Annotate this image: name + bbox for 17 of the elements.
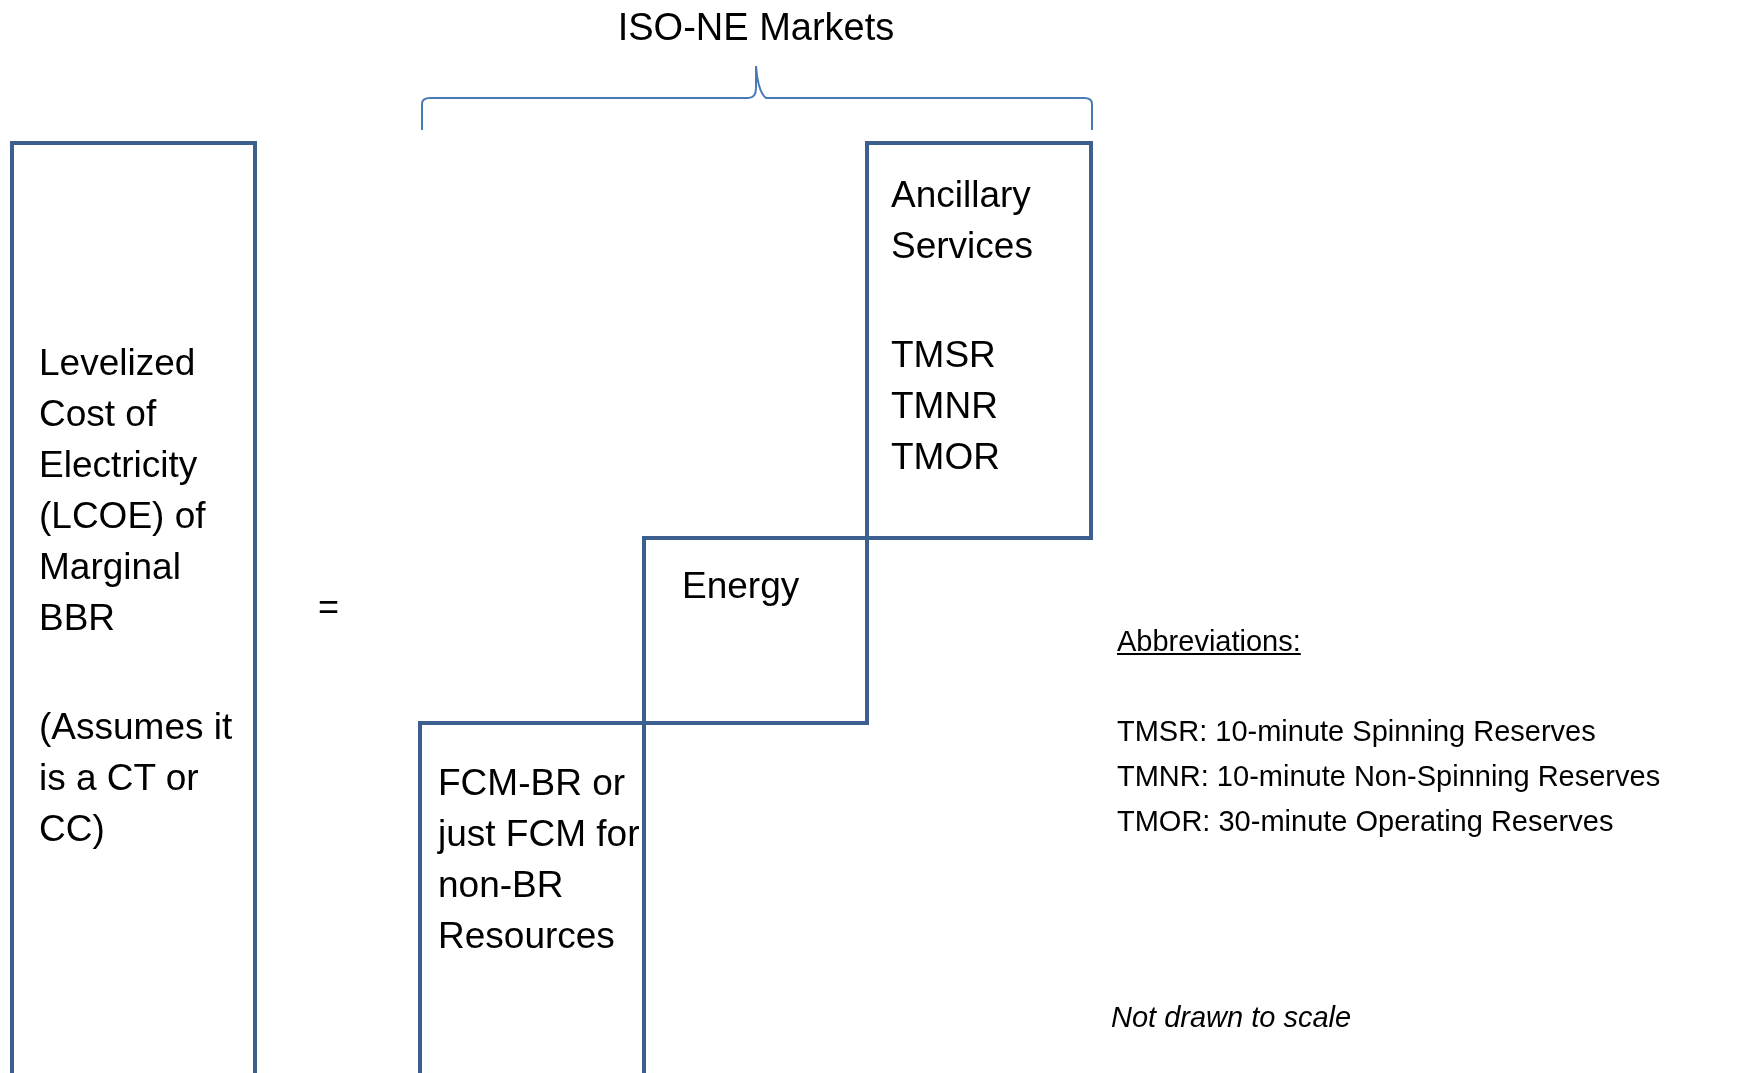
market-box: [865, 141, 1093, 540]
box-text: Ancillary Services: [891, 173, 1034, 268]
abbreviation-entry: TMSR: 10-minute Spinning Reserves: [1117, 714, 1596, 749]
abbreviations-heading: Abbreviations:: [1117, 624, 1301, 659]
abbreviation-entry: TMOR: 30-minute Operating Reserves: [1117, 804, 1614, 839]
box-text: (Assumes it is a CT or CC): [39, 705, 234, 851]
scale-note: Not drawn to scale: [1111, 1000, 1352, 1035]
market-box: [418, 721, 646, 1073]
market-box: [642, 536, 869, 725]
equals-sign: =: [318, 585, 340, 629]
market-box: [10, 141, 257, 1073]
box-text: Energy: [682, 564, 801, 608]
brace-title: ISO-NE Markets: [616, 5, 896, 50]
abbreviation-entry: TMNR: 10-minute Non-Spinning Reserves: [1117, 759, 1661, 794]
box-text: TMSR TMNR TMOR: [891, 333, 1001, 479]
box-text: Levelized Cost of Electricity (LCOE) of Marginal BBR: [39, 341, 207, 640]
box-text: FCM-BR or just FCM for non-BR Resources: [438, 761, 641, 958]
